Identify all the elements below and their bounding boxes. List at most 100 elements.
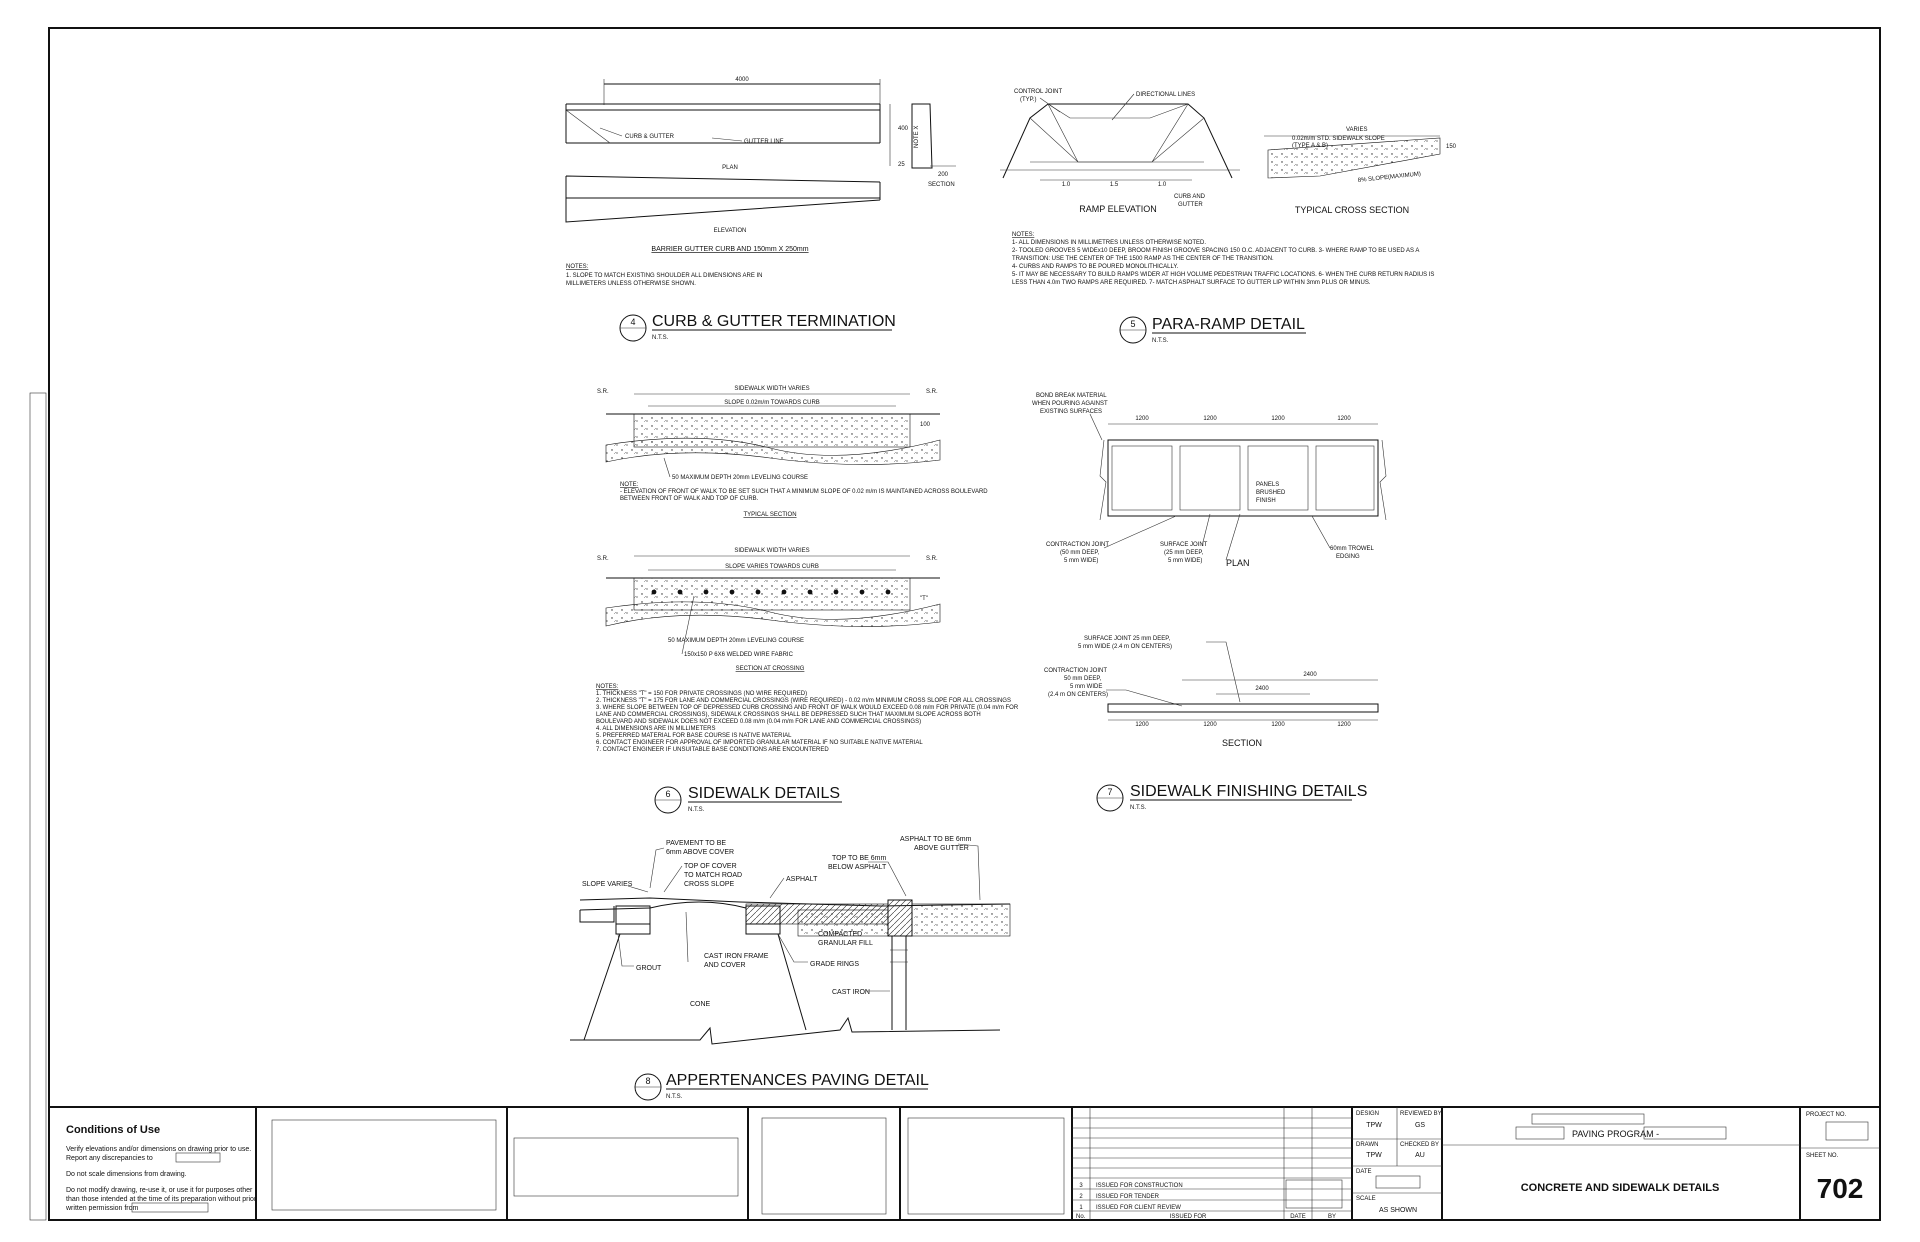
- d8-grade-rings: GRADE RINGS: [810, 961, 859, 968]
- d7-cj-long-4: (2.4 m ON CENTERS): [1048, 692, 1108, 698]
- d8-pav-1: PAVEMENT TO BE: [666, 840, 726, 847]
- d5-title: PARA-RAMP DETAIL: [1152, 316, 1305, 333]
- d8-above-1: ASPHALT TO BE 6mm: [900, 836, 972, 843]
- reviewed-value: GS: [1415, 1122, 1425, 1129]
- conditions-line-2: Report any discrepancies to: [66, 1155, 153, 1162]
- d6-note-1: 1. THICKNESS "T" = 150 FOR PRIVATE CROSS…: [596, 691, 807, 697]
- d8-top-2: TO MATCH ROAD: [684, 872, 742, 879]
- d7-trowel-1: 60mm TROWEL: [1330, 546, 1375, 552]
- date-label: DATE: [1356, 1169, 1372, 1175]
- conditions-line-3: Do not scale dimensions from drawing.: [66, 1171, 187, 1178]
- conditions-line-1: Verify elevations and/or dimensions on d…: [66, 1146, 251, 1153]
- d8-frame-2: AND COVER: [704, 962, 746, 969]
- d6-dim-t: "T": [920, 596, 928, 602]
- conditions-line-5: than those intended at the time of its p…: [66, 1196, 257, 1203]
- revision-hdr-issued: ISSUED FOR: [1170, 1214, 1207, 1220]
- d4-dim-200: 200: [938, 172, 949, 178]
- d7-panels-1: PANELS: [1256, 482, 1279, 488]
- d5-notes-heading: NOTES:: [1012, 232, 1035, 238]
- d6-note-b: BETWEEN FRONT OF WALK AND TOP OF CURB.: [620, 496, 759, 502]
- d4-note-1: 1. SLOPE TO MATCH EXISTING SHOULDER ALL …: [566, 273, 763, 279]
- scale-value: AS SHOWN: [1379, 1207, 1417, 1214]
- d6-note-7: 7. CONTACT ENGINEER IF UNSUITABLE BASE C…: [596, 747, 829, 753]
- revision-no-3: 3: [1079, 1183, 1083, 1189]
- d7-bond-2: WHEN POURING AGAINST: [1032, 401, 1108, 407]
- logo-box-3: [761, 1117, 887, 1215]
- conditions-blank-1: [175, 1152, 221, 1163]
- checked-value: AU: [1415, 1152, 1425, 1159]
- detail-8-appertenances-paving: PAVEMENT TO BE 6mm ABOVE COVER TOP OF CO…: [570, 836, 1011, 1101]
- d5-note-6: LESS THAN 4.0m TWO RAMPS ARE REQUIRED. 7…: [1012, 280, 1371, 286]
- logo-box-1: [271, 1119, 497, 1211]
- d7-sec-w-2: 1200: [1203, 722, 1217, 728]
- d7-cj-2: (50 mm DEEP,: [1060, 550, 1100, 556]
- sheet-title: CONCRETE AND SIDEWALK DETAILS: [1521, 1182, 1720, 1194]
- d5-slope-max: 8% SLOPE(MAXIMUM): [1358, 171, 1422, 184]
- d7-dim-2400-a: 2400: [1303, 672, 1317, 678]
- d6-sr-right-1: S.R.: [926, 389, 938, 395]
- d5-note-2: 2- TOOLED GROOVES 5 WIDEx10 DEEP, BROOM …: [1012, 248, 1419, 254]
- d8-pav-2: 6mm ABOVE COVER: [666, 849, 734, 856]
- d5-gutter: GUTTER: [1178, 202, 1203, 208]
- d6-note-5: 5. PREFERRED MATERIAL FOR BASE COURSE IS…: [596, 733, 792, 739]
- d6-typical-section: TYPICAL SECTION: [743, 512, 796, 518]
- logo-box-4: [907, 1117, 1065, 1215]
- d6-note-6: 6. CONTACT ENGINEER FOR APPROVAL OF IMPO…: [596, 740, 923, 746]
- d7-cj-long-1: CONTRACTION JOINT: [1044, 668, 1107, 674]
- d8-frame-1: CAST IRON FRAME: [704, 953, 769, 960]
- d5-curb-and: CURB AND: [1174, 194, 1206, 200]
- d6-scale: N.T.S.: [688, 807, 705, 813]
- d4-dim-4000: 4000: [735, 77, 749, 83]
- d7-section: SECTION: [1222, 738, 1262, 748]
- d4-dim-400: 400: [898, 126, 909, 132]
- d4-dim-25: 25: [898, 162, 905, 168]
- d8-cone: CONE: [690, 1001, 711, 1008]
- d5-typ: (TYP.): [1020, 97, 1037, 103]
- project-no-field: [1825, 1121, 1869, 1141]
- d7-trowel-2: EDGING: [1336, 554, 1360, 560]
- d6-leveling-2: 50 MAXIMUM DEPTH 20mm LEVELING COURSE: [668, 638, 804, 644]
- d8-below-2: BELOW ASPHALT: [828, 864, 887, 871]
- d6-number: 6: [665, 789, 670, 799]
- d8-number: 8: [645, 1076, 650, 1086]
- d8-slope-varies: SLOPE VARIES: [582, 881, 633, 888]
- logo-box-2: [513, 1137, 739, 1197]
- d5-dim-150: 150: [1446, 144, 1457, 150]
- d8-compacted-2: GRANULAR FILL: [818, 940, 873, 947]
- design-block: DESIGN TPW REVIEWED BY GS DRAWN TPW CHEC…: [1352, 1107, 1442, 1214]
- d4-section-label: SECTION: [928, 182, 955, 188]
- title-block: Conditions of Use Verify elevations and/…: [65, 1107, 1880, 1220]
- d5-typical-cross-section: TYPICAL CROSS SECTION: [1295, 205, 1409, 215]
- d7-scale: N.T.S.: [1130, 805, 1147, 811]
- d4-subtitle: BARRIER GUTTER CURB AND 150mm X 250mm: [651, 246, 808, 253]
- d6-notes-heading: NOTES:: [596, 684, 619, 690]
- d7-cj-long-2: 50 mm DEEP,: [1064, 676, 1102, 682]
- d7-w-4: 1200: [1337, 416, 1351, 422]
- d5-control-joint: CONTROL JOINT: [1014, 89, 1062, 95]
- revision-desc-3: ISSUED FOR CONSTRUCTION: [1096, 1183, 1183, 1189]
- d7-cj-3: 5 mm WIDE): [1064, 558, 1098, 564]
- d6-note-a: - ELEVATION OF FRONT OF WALK TO BE SET S…: [620, 489, 988, 495]
- d7-sec-w-3: 1200: [1271, 722, 1285, 728]
- d5-dim-1-0-b: 1.0: [1158, 182, 1167, 188]
- revision-desc-1: ISSUED FOR CLIENT REVIEW: [1096, 1205, 1181, 1211]
- d7-sec-w-4: 1200: [1337, 722, 1351, 728]
- reviewed-label: REVIEWED BY: [1400, 1111, 1442, 1117]
- d7-w-1: 1200: [1135, 416, 1149, 422]
- d5-dim-1-5: 1.5: [1110, 182, 1119, 188]
- d5-dim-1-0-a: 1.0: [1062, 182, 1071, 188]
- program-label: PAVING PROGRAM -: [1572, 1129, 1659, 1139]
- d6-section-at-crossing: SECTION AT CROSSING: [736, 666, 805, 672]
- d5-note-4: 4- CURBS AND RAMPS TO BE POURED MONOLITH…: [1012, 264, 1179, 270]
- revision-no-2: 2: [1079, 1194, 1083, 1200]
- d7-w-2: 1200: [1203, 416, 1217, 422]
- d7-sj-long-2: 5 mm WIDE (2.4 m ON CENTERS): [1078, 644, 1172, 650]
- d6-title: SIDEWALK DETAILS: [688, 785, 840, 802]
- d8-title: APPERTENANCES PAVING DETAIL: [666, 1072, 929, 1089]
- d7-bond-1: BOND BREAK MATERIAL: [1036, 393, 1107, 399]
- d7-sj-long-1: SURFACE JOINT 25 mm DEEP,: [1084, 636, 1170, 642]
- d6-wire-fabric: 150x150 P 6X6 WELDED WIRE FABRIC: [684, 652, 794, 658]
- d7-sj-3: 5 mm WIDE): [1168, 558, 1202, 564]
- d4-note-2: MILLIMETERS UNLESS OTHERWISE SHOWN.: [566, 281, 696, 287]
